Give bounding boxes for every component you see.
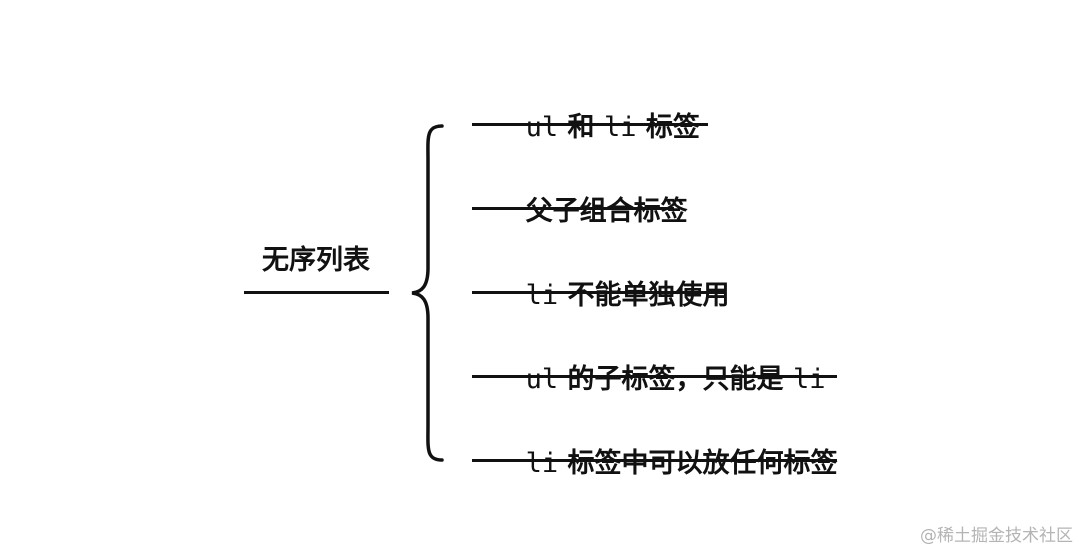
branch-text: 的子标签，只能是 <box>558 364 793 395</box>
branch-underline-5 <box>472 459 837 462</box>
branch-underline-2 <box>472 207 674 210</box>
code-li: li <box>792 364 826 395</box>
code-ul: ul <box>525 364 559 395</box>
branch-text: 标签中可以放任何标签 <box>558 448 838 479</box>
watermark: @稀土掘金技术社区 <box>920 526 1073 546</box>
branch-text: 不能单独使用 <box>558 280 730 311</box>
branch-ul-children-only-li: ul 的子标签，只能是 li <box>488 329 826 431</box>
code-li: li <box>525 280 559 311</box>
branch-li-any-tag: li 标签中可以放任何标签 <box>488 413 838 515</box>
code-li: li <box>603 112 637 143</box>
branch-parent-child-tags: 父子组合标签 <box>488 161 688 263</box>
branch-underline-1 <box>472 123 708 126</box>
branch-underline-3 <box>472 291 725 294</box>
branch-text-suffix: 标签 <box>636 112 700 143</box>
code-ul: ul <box>525 112 559 143</box>
branch-text: 父子组合标签 <box>525 196 688 227</box>
root-node-label: 无序列表 <box>262 245 370 276</box>
code-li: li <box>525 448 559 479</box>
branch-li-not-alone: li 不能单独使用 <box>488 245 730 347</box>
branch-text: 和 <box>558 112 604 143</box>
branch-underline-4 <box>472 375 837 378</box>
branch-ul-and-li-tags: ul 和 li 标签 <box>488 77 700 179</box>
root-underline <box>244 291 389 294</box>
